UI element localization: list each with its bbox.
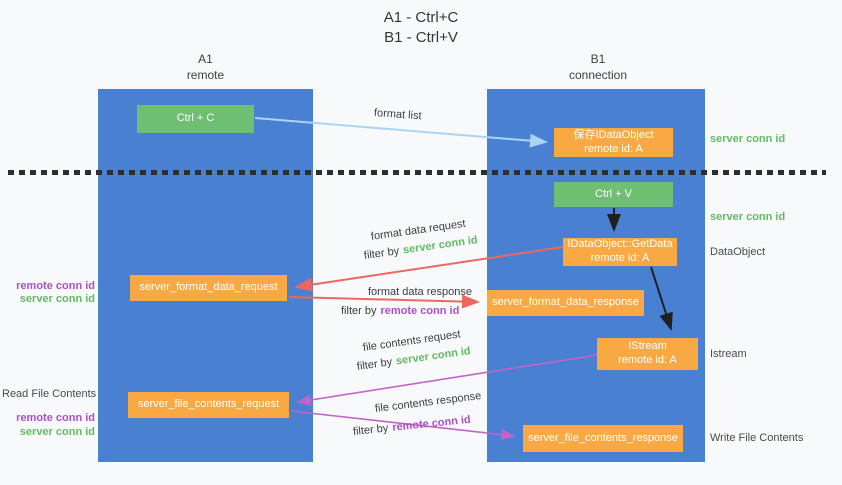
right-label-server-conn-id-mid: server conn id bbox=[710, 211, 786, 223]
node-ctrl-c: Ctrl + C bbox=[137, 105, 254, 133]
lane-b-title: B1 bbox=[590, 52, 606, 66]
node-istream-line2: remote id: A bbox=[618, 354, 677, 366]
lane-b-header: B1 connection bbox=[489, 52, 707, 83]
right-label-server-conn-id-top: server conn id bbox=[710, 133, 786, 145]
node-getdata-line2: remote id: A bbox=[590, 252, 650, 264]
right-label-dataobject: DataObject bbox=[710, 246, 766, 258]
lane-a-subtitle: remote bbox=[186, 67, 225, 82]
node-getdata-line1: IDataObject::GetData bbox=[567, 238, 673, 251]
title-line-b: B1 - Ctrl+V bbox=[384, 29, 458, 47]
remote-conn-id-text: remote conn id bbox=[380, 305, 460, 317]
server-conn-id-text: server conn id bbox=[395, 345, 472, 368]
lane-b-subtitle: connection bbox=[568, 67, 628, 82]
node-save-idataobject: 保存IDataObject remote id: A bbox=[554, 128, 673, 157]
node-format-response-label: server_format_data_response bbox=[492, 296, 639, 309]
label-format-list: format list bbox=[373, 107, 422, 123]
node-save-idataobject-line2: remote id: A bbox=[584, 142, 643, 155]
node-server-format-data-response: server_format_data_response bbox=[487, 290, 644, 316]
right-label-write-file-contents: Write File Contents bbox=[710, 432, 804, 444]
lane-a-title: A1 bbox=[198, 52, 213, 66]
left-label-remote-conn-id-top: remote conn id bbox=[16, 280, 95, 292]
server-conn-id-text: server conn id bbox=[402, 234, 479, 257]
node-ctrl-c-label: Ctrl + C bbox=[176, 112, 215, 125]
left-label-server-conn-id-top: server conn id bbox=[19, 293, 95, 305]
remote-conn-id-text: remote conn id bbox=[391, 413, 472, 434]
left-label-server-conn-id-bottom: server conn id bbox=[19, 426, 95, 438]
filter-by-prefix: filter by bbox=[363, 245, 400, 262]
node-server-file-contents-response: server_file_contents_response bbox=[523, 425, 683, 452]
node-server-file-contents-request: server_file_contents_request bbox=[128, 392, 289, 418]
node-idataobject-getdata: IDataObject::GetData remote id: A bbox=[563, 238, 677, 266]
node-save-idataobject-line1: 保存IDataObject bbox=[573, 128, 654, 141]
dotted-separator bbox=[8, 170, 826, 175]
node-file-request-label: server_file_contents_request bbox=[137, 398, 280, 411]
left-label-read-file-contents: Read File Contents bbox=[2, 388, 97, 400]
node-istream: IStream remote id: A bbox=[597, 338, 698, 370]
node-format-request-label: server_format_data_request bbox=[139, 281, 278, 294]
filter-by-prefix: filter by bbox=[352, 422, 389, 438]
node-ctrl-v-label: Ctrl + V bbox=[595, 187, 632, 200]
diagram-title: A1 - Ctrl+C B1 - Ctrl+V bbox=[0, 8, 842, 49]
lane-a-header: A1 remote bbox=[98, 52, 313, 83]
node-ctrl-v: Ctrl + V bbox=[554, 182, 673, 207]
node-server-format-data-request: server_format_data_request bbox=[130, 275, 287, 301]
filter-by-prefix: filter by bbox=[341, 305, 377, 317]
label-file-contents-response: file contents response bbox=[374, 390, 482, 415]
right-label-istream: Istream bbox=[710, 348, 747, 360]
filter-by-prefix: filter by bbox=[356, 356, 393, 373]
label-format-data-response: format data response bbox=[368, 286, 472, 298]
left-label-remote-conn-id-bottom: remote conn id bbox=[16, 412, 95, 424]
title-line-a: A1 - Ctrl+C bbox=[383, 9, 459, 26]
node-istream-line1: IStream bbox=[628, 340, 667, 353]
node-file-response-label: server_file_contents_response bbox=[528, 431, 678, 444]
